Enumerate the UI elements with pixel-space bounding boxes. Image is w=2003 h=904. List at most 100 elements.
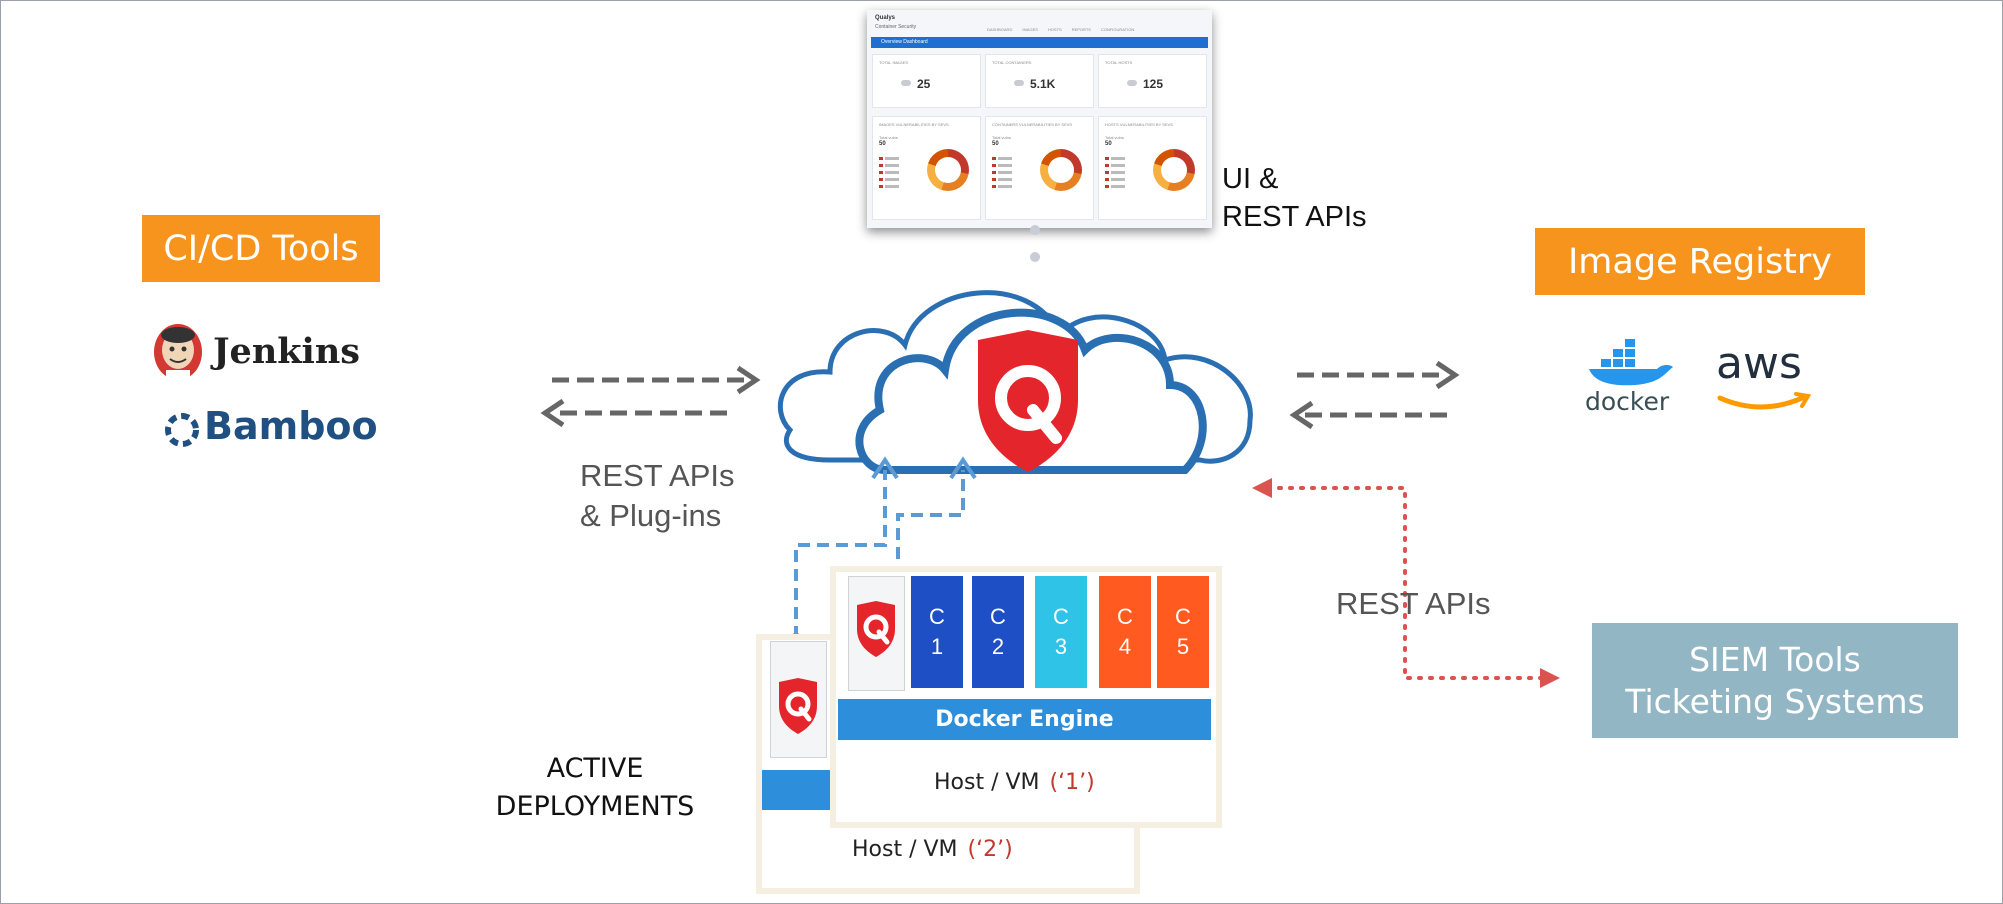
- host-vm-2-text: Host / VM: [852, 837, 958, 862]
- dashboard-screenshot: Qualys Container Security DASHBOARD IMAG…: [867, 10, 1212, 228]
- legend: [879, 157, 899, 192]
- siem-box: SIEM Tools Ticketing Systems: [1592, 623, 1958, 738]
- cicd-link-line1: REST APIs: [580, 458, 735, 493]
- stat-card: TOTAL HOSTS 125: [1098, 54, 1207, 108]
- dashboard-brand: Qualys: [875, 15, 896, 21]
- dashboard-tab[interactable]: DASHBOARD: [987, 27, 1013, 32]
- qualys-shield-icon: [978, 330, 1078, 472]
- vuln-total-label: Total vulns: [879, 135, 898, 140]
- stat-value: 25: [917, 77, 931, 91]
- dashboard-tab[interactable]: IMAGES: [1022, 27, 1038, 32]
- siem-line2: Ticketing Systems: [1625, 681, 1925, 721]
- registry-arrows: [1297, 372, 1452, 418]
- docker-logo-icon: [1585, 337, 1675, 417]
- stat-title: TOTAL IMAGES: [879, 60, 909, 65]
- host-vm-1-label: Host / VM (‘1’): [934, 770, 1095, 795]
- active-deployments-label: ACTIVE DEPLOYMENTS: [472, 750, 718, 826]
- legend: [992, 157, 1012, 192]
- stat-card: TOTAL CONTAINERS 5.1K: [985, 54, 1094, 108]
- connector-dot: [1030, 252, 1040, 262]
- cicd-tools-tag: CI/CD Tools: [142, 215, 380, 282]
- bamboo-label: Bamboo: [204, 404, 378, 448]
- stat-value: 5.1K: [1030, 77, 1056, 91]
- host-vm-2-label: Host / VM (‘2’): [852, 837, 1013, 862]
- jenkins-label: Jenkins: [213, 331, 360, 372]
- vuln-card: HOSTS VULNERABILITIES BY SEVS Total vuln…: [1098, 116, 1207, 220]
- vuln-title: HOSTS VULNERABILITIES BY SEVS: [1105, 122, 1173, 127]
- stat-card: TOTAL IMAGES 25: [872, 54, 981, 108]
- siem-line1: SIEM Tools: [1689, 639, 1861, 679]
- cicd-link-label: REST APIs & Plug-ins: [580, 456, 735, 536]
- stat-title: TOTAL HOSTS: [1105, 60, 1133, 65]
- docker-label: docker: [1585, 387, 1670, 416]
- cicd-arrows: [552, 377, 745, 416]
- ui-label-line1: UI &: [1222, 163, 1279, 195]
- image-registry-tag: Image Registry: [1535, 228, 1865, 295]
- image-icon: [901, 80, 911, 86]
- container-number: 2: [991, 634, 1005, 659]
- ui-rest-label: UI & REST APIs: [1222, 160, 1367, 236]
- container-icon: [1014, 80, 1024, 86]
- legend: [1105, 157, 1125, 192]
- donut-chart: [1040, 149, 1082, 191]
- docker-engine-label: Docker Engine: [838, 699, 1211, 740]
- container-label: C: [1117, 604, 1133, 629]
- agent-connectors: [794, 470, 965, 638]
- container-label: C: [1175, 604, 1191, 629]
- bamboo-logo-icon: [160, 408, 204, 452]
- active-deployments-line1: ACTIVE: [546, 753, 644, 784]
- qualys-shield-icon: [779, 678, 817, 734]
- vuln-title: CONTAINERS VULNERABILITIES BY SEVS: [992, 122, 1073, 127]
- active-deployments-line2: DEPLOYMENTS: [495, 791, 695, 822]
- arrow-up-icon: [949, 456, 977, 480]
- vuln-total-value: 50: [992, 141, 999, 147]
- arrow-right-icon: [1435, 360, 1460, 390]
- jenkins-logo-icon: [152, 322, 204, 382]
- arrow-left-icon: [1289, 400, 1314, 430]
- vuln-total-label: Total vulns: [1105, 135, 1124, 140]
- container-label: C: [1053, 604, 1069, 629]
- connector-dot: [1030, 225, 1040, 235]
- vuln-total-label: Total vulns: [992, 135, 1011, 140]
- arrow-left-icon: [540, 398, 565, 428]
- container-label: C: [929, 604, 945, 629]
- container-number: 4: [1118, 634, 1132, 659]
- host-vm-2-id: (‘2’): [967, 837, 1013, 862]
- siem-connector: [1266, 486, 1547, 680]
- ui-label-line2: REST APIs: [1222, 201, 1367, 233]
- siem-link-label: REST APIs: [1336, 586, 1491, 621]
- arrow-left-icon: [1252, 478, 1272, 498]
- vuln-title: IMAGES VULNERABILITIES BY SEVS: [879, 122, 949, 127]
- dashboard-subtitle: Container Security: [875, 24, 917, 30]
- qualys-agent-card: [848, 576, 905, 691]
- container-number: 3: [1054, 634, 1068, 659]
- dashboard-tab[interactable]: HOSTS: [1047, 27, 1062, 32]
- arrow-up-icon: [871, 456, 899, 480]
- container-number: 1: [930, 634, 944, 659]
- stat-value: 125: [1143, 77, 1164, 91]
- container-number: 5: [1176, 634, 1190, 659]
- vuln-card: IMAGES VULNERABILITIES BY SEVS Total vul…: [872, 116, 981, 220]
- dashboard-tab[interactable]: CONFIGURATION: [1100, 27, 1135, 32]
- host-vm-1-id: (‘1’): [1049, 770, 1095, 795]
- host-vm-1-text: Host / VM: [934, 770, 1040, 795]
- donut-chart: [927, 149, 969, 191]
- dashboard-banner: Overview Dashboard: [871, 37, 1208, 48]
- aws-label: aws: [1716, 338, 1802, 389]
- arrow-right-icon: [736, 365, 761, 395]
- dashboard-tab[interactable]: REPORTS: [1071, 27, 1091, 32]
- vuln-total-value: 50: [1105, 141, 1112, 147]
- vuln-total-value: 50: [879, 141, 886, 147]
- vuln-card: CONTAINERS VULNERABILITIES BY SEVS Total…: [985, 116, 1094, 220]
- cicd-link-line2: & Plug-ins: [580, 498, 722, 533]
- aws-smile-icon: [1717, 392, 1812, 410]
- stat-title: TOTAL CONTAINERS: [992, 60, 1032, 65]
- container-label: C: [990, 604, 1006, 629]
- donut-chart: [1153, 149, 1195, 191]
- host-icon: [1127, 80, 1137, 86]
